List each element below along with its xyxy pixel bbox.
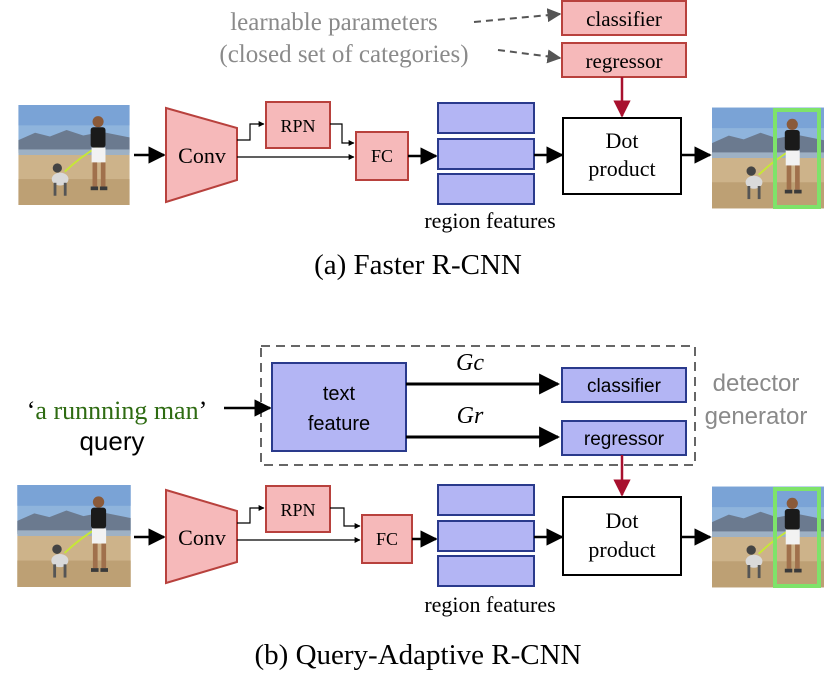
output-image-b [712,486,824,588]
classifier-label: classifier [586,7,662,31]
legend-arrow-classifier [473,8,562,23]
caption-b: (b) Query-Adaptive R-CNN [255,639,582,671]
input-image [17,105,131,205]
region-features-label: region features [424,208,555,233]
detection-box-b [773,487,821,588]
gr-label: Gr [457,403,484,429]
detector-generator-frame [260,345,696,466]
fc-label-b: FC [376,529,398,549]
rpn-to-fc-line-b [330,507,361,529]
rpn-to-fc-line [330,123,355,146]
regressor-label: regressor [586,49,663,73]
region-feature-1 [437,102,535,134]
panel-b: ‘a runnning man’ query text feature Gc G… [16,345,824,671]
region-feature-3 [437,173,535,205]
dot-product-line-1-b: Dot [606,508,639,533]
rpn-box-b [265,485,331,533]
query-phrase: ‘a runnning man’ [27,396,208,425]
dot-product-line-2-b: product [588,537,655,562]
dot-product-line-1: Dot [606,128,639,153]
classifier-label-b: classifier [587,376,662,397]
output-image [712,107,824,209]
conv-to-rpn-line-b [237,505,265,524]
classifier-box-b [561,367,687,403]
gc-label: Gc [456,350,484,376]
panel-a: learnable parameters (closed set of cate… [17,0,824,281]
generator-line-2: generator [705,403,808,430]
conv-block [165,106,238,204]
dot-product-box-b [562,496,682,576]
conv-to-rpn-line [237,121,265,141]
region-feature-1-b [437,484,535,516]
region-feature-2-b [437,520,535,552]
regressor-box-b [561,420,687,456]
text-feature-box [271,362,407,452]
detection-box [773,108,821,209]
query-label: query [79,426,144,456]
text-feature-line-2: feature [308,413,370,435]
conv-block-b [165,488,238,585]
legend-line-2: (closed set of categories) [219,41,468,68]
fc-label: FC [371,146,393,166]
dot-product-box [562,117,682,195]
conv-label: Conv [178,143,226,168]
generator-line-1: detector [713,370,800,397]
text-feature-line-1: text [323,383,356,405]
regressor-label-b: regressor [584,429,665,450]
rpn-label-b: RPN [280,500,315,520]
input-image-b [16,485,132,587]
region-feature-2 [437,138,535,170]
fc-box [355,131,409,181]
regressor-box [561,42,687,78]
caption-a: (a) Faster R-CNN [314,249,522,281]
region-feature-3-b [437,555,535,587]
region-features-label-b: region features [424,592,555,617]
conv-label-b: Conv [178,525,226,550]
rpn-label: RPN [280,116,315,136]
classifier-box [561,0,687,36]
legend-line-1: learnable parameters [230,9,438,36]
rpn-box [265,101,331,149]
dot-product-line-2: product [588,156,655,181]
legend-arrow-regressor [497,49,562,64]
